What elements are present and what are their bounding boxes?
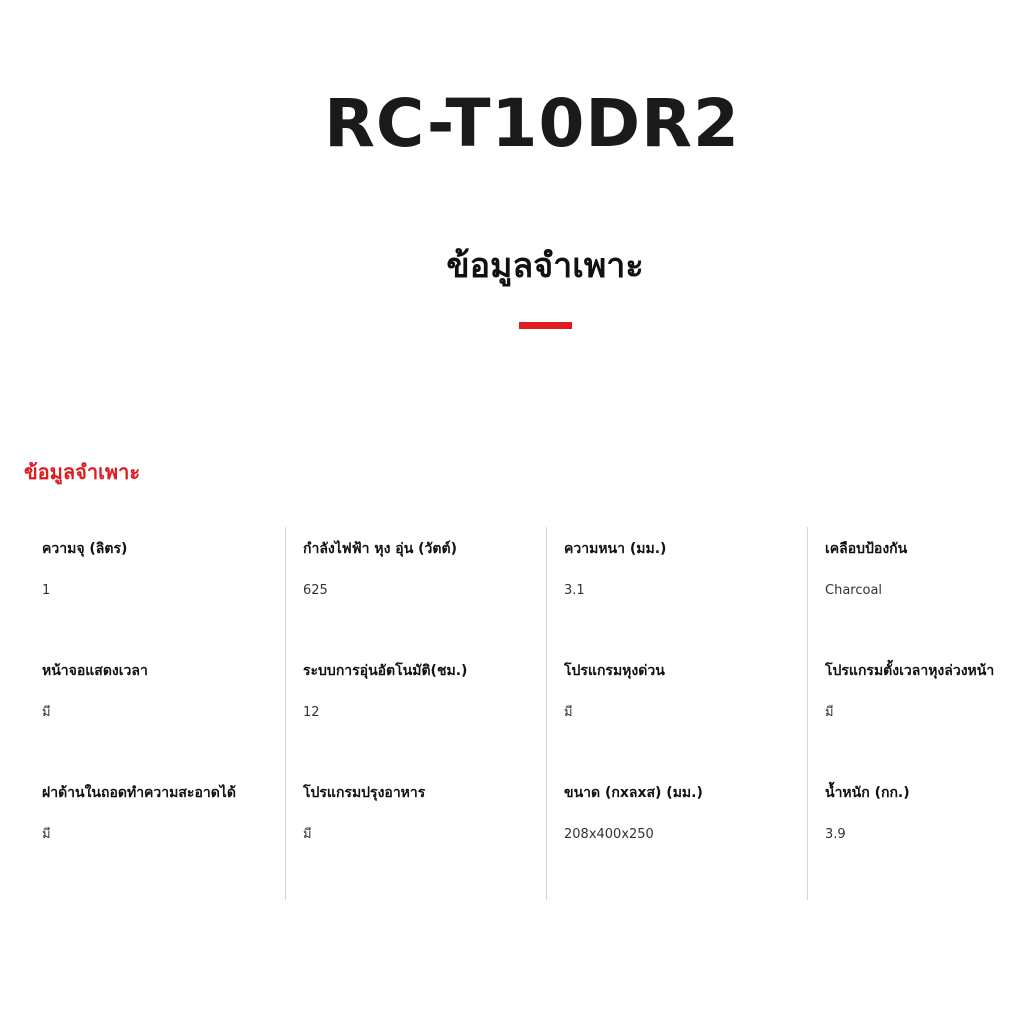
spec-value: 3.1 xyxy=(564,583,585,598)
spec-value: 625 xyxy=(303,583,328,598)
spec-label: โปรแกรมตั้งเวลาหุงล่วงหน้า xyxy=(825,663,995,679)
spec-value: Charcoal xyxy=(825,583,883,598)
spec-item-removable-lid: ฝาด้านในถอดทำความสะอาดได้ มี xyxy=(24,771,285,900)
spec-item-power: กำลังไฟฟ้า หุง อุ่น (วัตต์) 625 xyxy=(285,527,546,649)
spec-item-cooking-program: โปรแกรมปรุงอาหาร มี xyxy=(285,771,546,900)
spec-label: น้ำหนัก (กก.) xyxy=(825,785,910,801)
spec-item-quick-cook: โปรแกรมหุงด่วน มี xyxy=(546,649,807,771)
spec-item-coating: เคลือบป้องกัน Charcoal xyxy=(807,527,1024,649)
spec-label: กำลังไฟฟ้า หุง อุ่น (วัตต์) xyxy=(303,541,457,557)
spec-value: มี xyxy=(303,827,312,842)
spec-label: โปรแกรมปรุงอาหาร xyxy=(303,785,426,801)
model-title: RC-T10DR2 xyxy=(324,85,740,162)
title-underline xyxy=(519,322,572,329)
spec-item-timer: โปรแกรมตั้งเวลาหุงล่วงหน้า มี xyxy=(807,649,1024,771)
spec-item-thickness: ความหนา (มม.) 3.1 xyxy=(546,527,807,649)
spec-label: เคลือบป้องกัน xyxy=(825,541,908,557)
spec-value: 1 xyxy=(42,583,51,598)
spec-item-dimensions: ขนาด (กxลxส) (มม.) 208x400x250 xyxy=(546,771,807,900)
spec-value: 3.9 xyxy=(825,827,846,842)
spec-item-time-display: หน้าจอแสดงเวลา มี xyxy=(24,649,285,771)
spec-label: ขนาด (กxลxส) (มม.) xyxy=(564,785,703,801)
spec-table: ความจุ (ลิตร) 1 กำลังไฟฟ้า หุง อุ่น (วัต… xyxy=(24,527,1024,900)
spec-label: ความจุ (ลิตร) xyxy=(42,541,128,557)
spec-label: ความหนา (มม.) xyxy=(564,541,667,557)
spec-item-capacity: ความจุ (ลิตร) 1 xyxy=(24,527,285,649)
spec-value: มี xyxy=(42,827,51,842)
spec-value: 208x400x250 xyxy=(564,827,654,842)
spec-value: มี xyxy=(564,705,573,720)
spec-label: หน้าจอแสดงเวลา xyxy=(42,663,148,679)
spec-label: ระบบการอุ่นอัตโนมัติ(ชม.) xyxy=(303,663,468,679)
spec-label: โปรแกรมหุงด่วน xyxy=(564,663,665,679)
spec-item-keep-warm: ระบบการอุ่นอัตโนมัติ(ชม.) 12 xyxy=(285,649,546,771)
section-title: ข้อมูลจำเพาะ xyxy=(446,246,644,286)
spec-item-weight: น้ำหนัก (กก.) 3.9 xyxy=(807,771,1024,900)
spec-value: 12 xyxy=(303,705,320,720)
spec-heading: ข้อมูลจำเพาะ xyxy=(24,460,141,484)
spec-value: มี xyxy=(825,705,834,720)
spec-value: มี xyxy=(42,705,51,720)
spec-label: ฝาด้านในถอดทำความสะอาดได้ xyxy=(42,785,236,801)
